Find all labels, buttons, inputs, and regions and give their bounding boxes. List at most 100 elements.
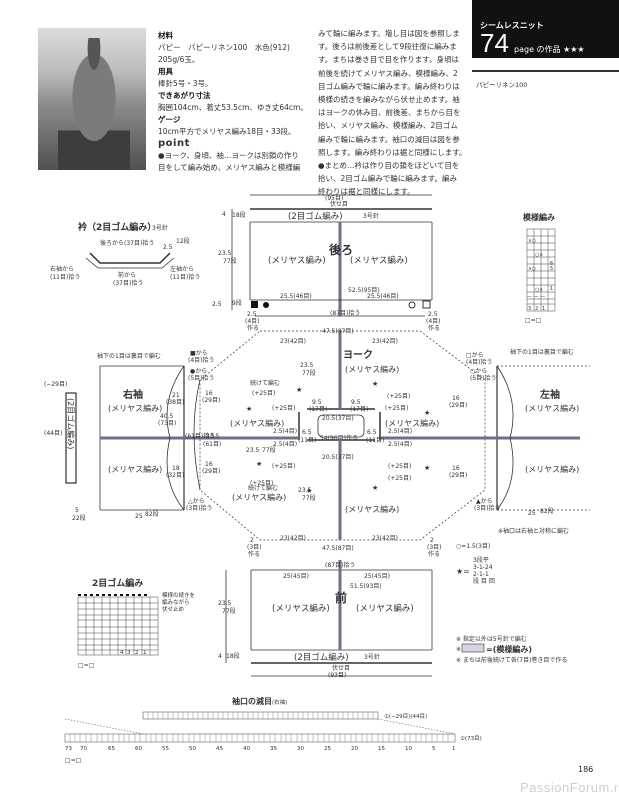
circle-marker — [263, 302, 269, 308]
square-marker — [251, 301, 258, 308]
cuff-chart-key: □=□ — [65, 757, 81, 764]
yoke-inc-5: (+25目) — [272, 463, 295, 470]
cuff-chart-subtitle: (右袖) — [272, 698, 287, 706]
rsleeve-h-upper: 21 — [172, 392, 180, 399]
front-bind-off: 伏せ目 — [332, 664, 350, 672]
front-gusset-sts: (3目) — [247, 544, 262, 551]
yoke-inc-2: (+25目) — [272, 405, 295, 412]
pattern-row-1: 1 — [550, 286, 553, 292]
lsleeve-from-square: □から — [466, 352, 484, 359]
back-h-gusset: 2.5 — [212, 301, 222, 308]
front-w-total: 51.5(93目) — [350, 583, 382, 590]
instr-line: 終わりは裾と同様にします。 — [318, 187, 415, 197]
rsleeve-stockinette-top: (メリヤス編み) — [108, 403, 162, 413]
pattern-chart-grid — [526, 228, 556, 312]
rsleeve-cuff-sts: (44目) — [44, 430, 62, 437]
legend-star-3: 2-1-1 — [473, 571, 489, 578]
page-ref-suffix: page の作品 ★★★ — [514, 45, 585, 54]
collar-right2: (11目)拾う — [50, 273, 80, 281]
yoke-inc-8: (+25目) — [388, 475, 411, 482]
legend-note3: ※ まちは前後続けて各(7目)巻き目で作る — [456, 656, 567, 664]
back-label: 後ろ — [329, 242, 353, 257]
cuff-tick-65: 65 — [108, 746, 115, 752]
yoke-cast-on: 54(96目)作る — [320, 434, 358, 442]
svg-text:★: ★ — [424, 464, 430, 472]
lsleeve-rows: 82段 — [540, 507, 554, 515]
collar-front2: (37目)拾う — [113, 279, 143, 287]
front-rows-rib: 18段 — [226, 652, 240, 660]
yoke-w-total: 47.5(87目) — [322, 328, 354, 335]
rsleeve-from-square-sts: (4目)拾う — [188, 356, 215, 364]
front-stockinette-r: (メリヤス編み) — [356, 603, 414, 614]
rib-note3: 伏せ止め — [162, 605, 184, 613]
svg-text:∧○: ∧○ — [528, 238, 536, 244]
back-pickup: (87目)拾う — [330, 309, 360, 317]
yoke-side-sts-r: (11目) — [366, 437, 384, 444]
materials-line2: 205g/6玉。 — [158, 55, 200, 64]
rsleeve-pickup: (61目)拾う — [185, 432, 215, 440]
front-ribbing: (2目ゴム編み) — [294, 652, 349, 663]
yoke-sts-mid-r: (17目) — [350, 406, 368, 413]
page-ref-number: 74 — [480, 28, 509, 58]
instr-line: ●まとめ…衿は作り目の鎖をほどいて目を — [318, 161, 460, 171]
rsleeve-from-circle: ●から — [190, 368, 207, 375]
lsleeve-note: ※袖口は右袖と対称に編む — [498, 527, 569, 535]
back-ribbing: (2目ゴム編み) — [288, 211, 343, 222]
yoke-side-small-4: 2.5(4目) — [388, 441, 412, 448]
lsleeve-from-triangle: ▲から — [476, 498, 493, 505]
legend-star-2: 3-1-24 — [473, 564, 493, 571]
yoke-w235: 23.5 — [246, 447, 260, 454]
rsleeve-underarm: 袖下の1目は裏目で編む — [97, 352, 161, 360]
yoke-side-sts-l: (11目) — [298, 437, 316, 444]
front-h-body: 23.5 — [218, 600, 232, 607]
yoke-inc-7: (+25目) — [250, 480, 273, 487]
rib-note2: 編みながら — [162, 598, 190, 606]
instr-line: す。まちは巻き目で目を作ります。身頃は — [318, 55, 459, 65]
front-gusset-r: 2 — [430, 537, 434, 544]
svg-text:★=: ★= — [456, 567, 470, 576]
back-rows-rib: 18段 — [232, 211, 246, 219]
yoke-side16-r: 16 — [452, 395, 460, 402]
point-line1: ●ヨーク、身頃、袖…ヨークは別鎖の作り — [158, 151, 299, 160]
yoke-label: ヨーク — [343, 349, 373, 361]
cuff-tick-35: 35 — [270, 746, 277, 752]
cuff-row2: ②(73目) — [460, 735, 482, 742]
series-badge: シームレスニット 74 page の作品 ★★★ — [472, 0, 619, 58]
back-rows-body: 77段 — [223, 257, 237, 265]
cuff-tick-40: 40 — [243, 746, 250, 752]
lsleeve-from-circle-sts: (5目)拾う — [470, 374, 497, 382]
front-label: 前 — [335, 590, 347, 605]
front-gusset-label: 作る — [248, 550, 260, 558]
rsleeve-cuff-w: 5 — [75, 507, 79, 514]
collar-needle: 3号針 — [152, 224, 168, 232]
front-rows-body: 77段 — [222, 607, 236, 615]
instr-line: 照します。編み終わりは裾と同様にします。 — [318, 147, 467, 157]
series-title: シームレスニット — [480, 21, 544, 30]
rib-col-3: 3 — [127, 650, 131, 656]
gauge-heading: ゲージ — [158, 115, 181, 124]
collar-rows: 12段 — [176, 237, 190, 245]
pattern-col-3: 3 — [528, 306, 531, 312]
svg-text:★: ★ — [256, 460, 262, 468]
front-gusset-sts-r: (3目) — [427, 544, 442, 551]
instr-line: 拾い、2目ゴム編みで輪に編みます。編み — [318, 174, 458, 184]
collar-title: 衿（2目ゴム編み） — [78, 221, 156, 233]
rsleeve-length: 25 — [135, 513, 143, 520]
back-gusset-make: 2.5 — [247, 311, 257, 318]
rib-col-4: 4 — [120, 650, 124, 656]
yoke-h-front: 23.5 — [298, 487, 312, 494]
rib-note1: 模様の続きを — [162, 591, 195, 599]
lsleeve-from-triangle-sts: (3目)拾う — [474, 504, 501, 512]
rsleeve-from-triangle: △から — [188, 498, 205, 505]
yoke-w-mid-r: 9.5 — [351, 399, 361, 406]
pattern-swatch — [461, 643, 485, 653]
yoke-side29-l: (29目) — [202, 397, 220, 404]
sweater-figure — [58, 38, 130, 170]
yoke-stockinette-right: (メリヤス編み) — [385, 418, 439, 428]
pattern-col-1: 1 — [542, 306, 545, 312]
yoke-sts-mid-l: (17目) — [309, 406, 327, 413]
svg-text:∧○: ∧○ — [528, 266, 536, 272]
legend-star-1: 3段平 — [473, 556, 489, 564]
yoke-side16-bl: 16 — [205, 461, 213, 468]
